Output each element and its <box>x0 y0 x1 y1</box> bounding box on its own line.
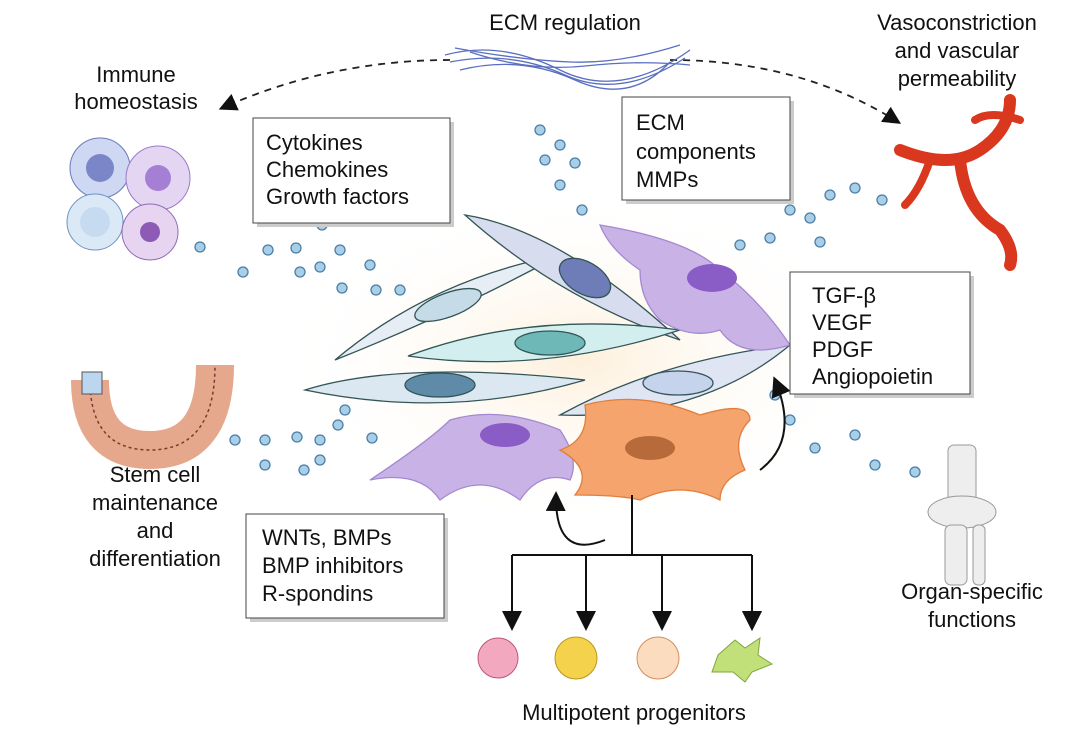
label-wnts-bmps: WNTs, BMPs <box>262 525 392 550</box>
factor-dot <box>824 189 836 201</box>
label-chemokines: Chemokines <box>266 157 388 182</box>
factor-dot <box>366 432 378 444</box>
stem-cell-niche-icon <box>71 364 234 470</box>
factor-dot <box>332 419 344 431</box>
secreted-factors <box>194 124 921 478</box>
factor-dot <box>876 194 888 206</box>
box-ecm: ECM components MMPs <box>621 96 794 204</box>
stromal-cell-cluster <box>302 214 793 502</box>
label-and: and <box>137 518 174 543</box>
factor-dot <box>534 124 546 136</box>
factor-dot <box>734 239 746 251</box>
factor-dot <box>237 266 249 278</box>
label-differentiation: differentiation <box>89 546 221 571</box>
label-maintenance: maintenance <box>92 490 218 515</box>
label-homeostasis: homeostasis <box>74 89 198 114</box>
factor-dot <box>909 466 921 478</box>
blood-vessel-icon <box>894 94 1024 271</box>
factor-dot <box>294 266 306 278</box>
dashed-arrow-to-immune <box>218 59 451 111</box>
factor-dot <box>194 241 206 253</box>
box-tgf: TGF-β VEGF PDGF Angiopoietin <box>789 271 974 398</box>
factor-dot <box>849 429 861 441</box>
factor-dot <box>539 154 551 166</box>
factor-dot <box>394 284 406 296</box>
label-ecm: ECM <box>636 110 685 135</box>
factor-dot <box>849 182 861 194</box>
differentiation-arrows <box>502 376 791 627</box>
factor-dot <box>804 212 816 224</box>
label-bmp-inhibitors: BMP inhibitors <box>262 553 403 578</box>
factor-dot <box>259 434 271 446</box>
joint-icon <box>927 444 997 586</box>
factor-dot <box>314 434 326 446</box>
ecm-fibers-icon <box>444 44 691 90</box>
box-wnt: WNTs, BMPs BMP inhibitors R-spondins <box>245 513 448 622</box>
factor-dot <box>869 459 881 471</box>
factor-dot <box>364 259 376 271</box>
label-and-vascular: and vascular <box>895 38 1020 63</box>
label-tgf-beta: TGF-β <box>812 283 876 308</box>
factor-dot <box>576 204 588 216</box>
label-mmps: MMPs <box>636 167 698 192</box>
factor-dot <box>290 242 302 254</box>
factor-dot <box>291 431 303 443</box>
label-immune: Immune <box>96 62 175 87</box>
label-pdgf: PDGF <box>812 337 873 362</box>
factor-dot <box>229 434 241 446</box>
factor-dot <box>298 464 310 476</box>
label-growth-factors: Growth factors <box>266 184 409 209</box>
factor-dot <box>554 139 566 151</box>
label-functions: functions <box>928 607 1016 632</box>
box-cytokines: Cytokines Chemokines Growth factors <box>252 117 454 227</box>
factor-dot <box>784 204 796 216</box>
factor-dot <box>314 261 326 273</box>
factor-dot <box>569 157 581 169</box>
progenitor-cells-icon <box>477 636 774 683</box>
label-angiopoietin: Angiopoietin <box>812 364 933 389</box>
label-r-spondins: R-spondins <box>262 581 373 606</box>
factor-dot <box>814 236 826 248</box>
factor-dot <box>370 284 382 296</box>
factor-dot <box>262 244 274 256</box>
factor-dot <box>339 404 351 416</box>
factor-dot <box>764 232 776 244</box>
factor-dot <box>336 282 348 294</box>
label-ecm-regulation: ECM regulation <box>489 10 641 35</box>
factor-dot <box>334 244 346 256</box>
dashed-arrow-to-vascular <box>669 59 902 124</box>
label-stem-cell: Stem cell <box>110 462 200 487</box>
immune-cells-icon <box>66 137 191 261</box>
factor-dot <box>554 179 566 191</box>
label-vegf: VEGF <box>812 310 872 335</box>
label-organ-specific: Organ-specific <box>901 579 1043 604</box>
label-permeability: permeability <box>898 66 1017 91</box>
label-vasoconstriction: Vasoconstriction <box>877 10 1037 35</box>
label-cytokines: Cytokines <box>266 130 363 155</box>
label-components: components <box>636 139 756 164</box>
factor-dot <box>809 442 821 454</box>
factor-dot <box>259 459 271 471</box>
factor-dot <box>784 414 796 426</box>
factor-dot <box>314 454 326 466</box>
label-multipotent-progenitors: Multipotent progenitors <box>522 700 746 725</box>
